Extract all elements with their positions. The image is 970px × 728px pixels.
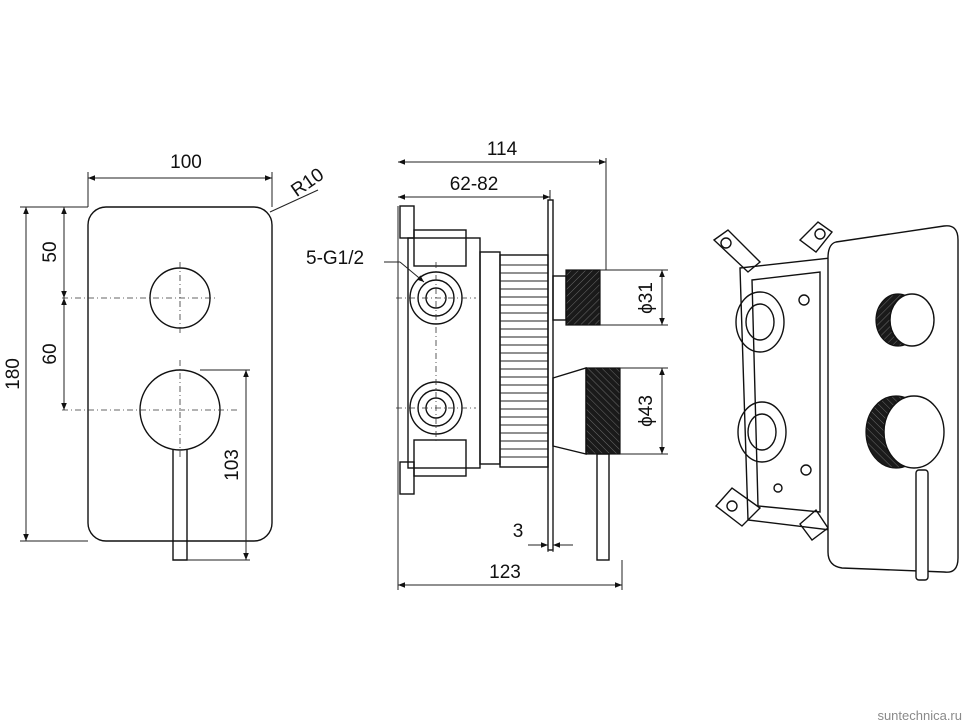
dim-small-knob-diameter: ϕ31 <box>636 282 657 314</box>
label-connection: 5-G1/2 <box>306 248 364 269</box>
dim-knob-spacing: 60 <box>40 343 61 364</box>
dim-overall-depth: 123 <box>489 562 521 583</box>
dim-lever-length: 103 <box>222 449 243 481</box>
side-view: 114 62-82 5-G1/2 ϕ31 ϕ43 3 123 <box>306 139 668 590</box>
iso-port-top <box>735 291 785 353</box>
iso-bracket-top-left <box>712 229 762 273</box>
dim-top-to-knob: 50 <box>40 241 61 262</box>
iso-bracket-bottom-left <box>714 487 762 527</box>
dim-front-height: 180 <box>3 358 24 390</box>
dim-depth-total: 114 <box>487 139 518 160</box>
iso-bracket-bottom-right <box>799 508 829 541</box>
iso-bracket-top-right <box>798 221 834 253</box>
small-knob-side <box>565 269 601 326</box>
iso-valve-box <box>739 257 831 531</box>
cover-plate-side <box>547 199 554 551</box>
dim-depth-range: 62-82 <box>450 174 499 195</box>
front-plate <box>87 206 273 542</box>
side-lever <box>596 453 610 561</box>
dim-plate-thickness: 3 <box>513 521 524 542</box>
isometric-view <box>712 221 959 581</box>
dim-front-width: 100 <box>170 152 202 173</box>
dim-front-radius: R10 <box>287 164 328 201</box>
large-knob-side <box>585 367 621 455</box>
valve-body <box>407 237 481 469</box>
dim-large-knob-diameter: ϕ43 <box>636 395 657 427</box>
front-view: 100 R10 180 50 60 103 <box>3 152 328 561</box>
watermark: suntechnica.ru <box>877 708 962 723</box>
iso-lever <box>915 469 929 581</box>
iso-port-bottom <box>737 401 787 463</box>
front-lever <box>172 450 188 561</box>
